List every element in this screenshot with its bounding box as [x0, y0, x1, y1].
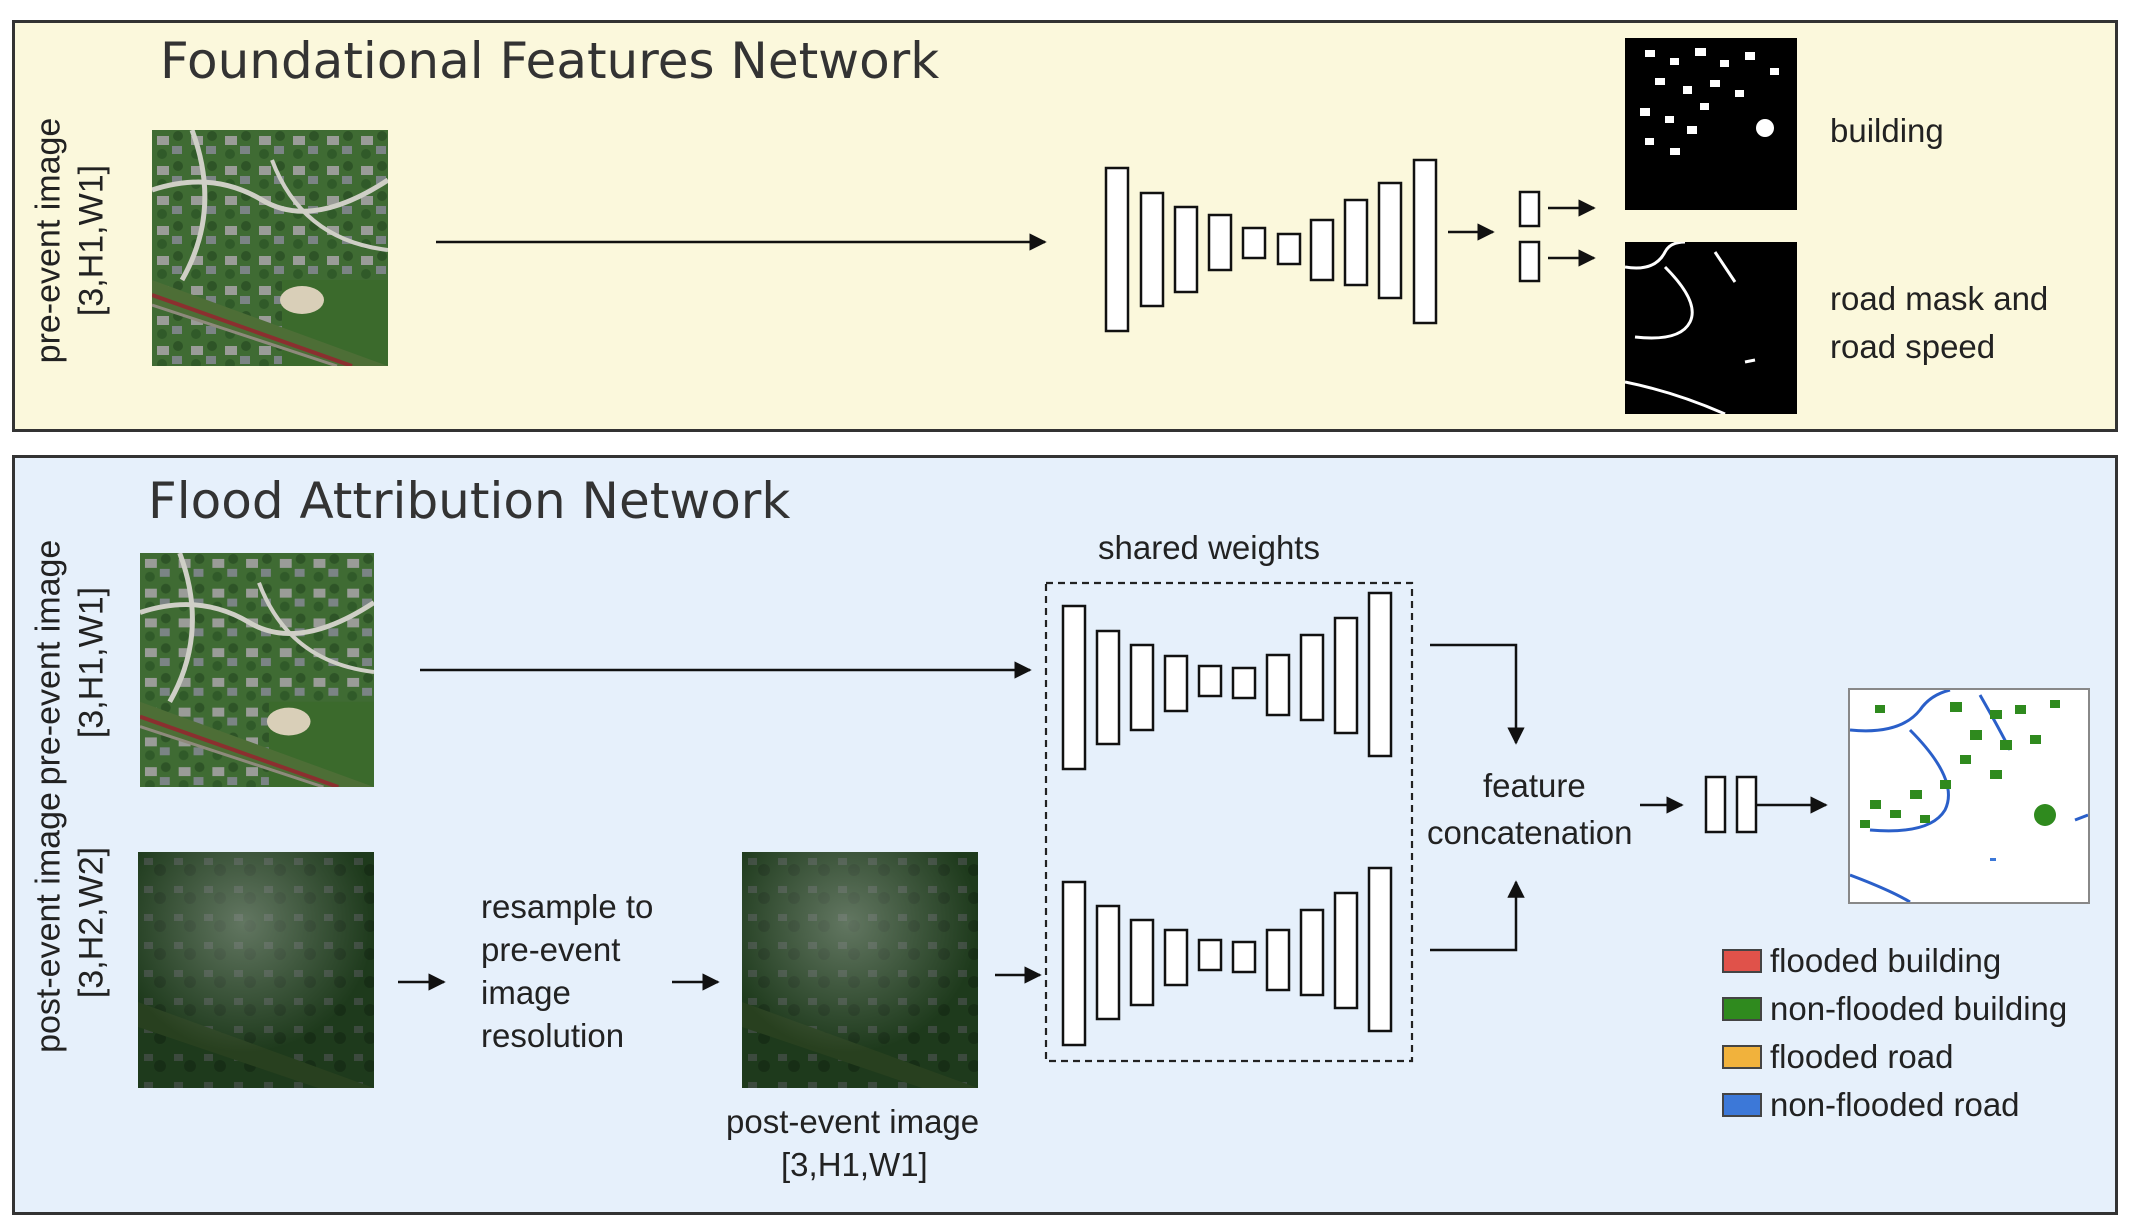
legend-item-flooded-building: flooded building: [1722, 937, 2067, 985]
pre-event-image-bottom: [140, 553, 374, 787]
resample-label-4: resolution: [481, 1017, 625, 1054]
feature-concat-label-1: feature: [1483, 767, 1586, 804]
unet-top: [1104, 158, 1438, 333]
flood-attribution-output: [1848, 688, 2090, 904]
flood-title: Flood Attribution Network: [148, 472, 791, 530]
heads-top: [1518, 190, 1541, 283]
legend-swatch: [1722, 1093, 1762, 1117]
road-mask-output: [1625, 242, 1797, 414]
shared-weights-label: shared weights: [1098, 529, 1320, 566]
resampled-image-label: post-event image: [726, 1103, 980, 1140]
unet-bottom-pre: [1061, 591, 1393, 771]
building-mask-output: [1625, 38, 1797, 210]
legend-swatch: [1722, 1045, 1762, 1069]
resampled-image-dims: [3,H1,W1]: [781, 1146, 928, 1183]
road-output-label-1: road mask and: [1830, 280, 2049, 317]
resample-label-3: image: [481, 974, 571, 1011]
legend: flooded building non-flooded building fl…: [1722, 937, 2067, 1129]
foundational-title: Foundational Features Network: [160, 32, 940, 90]
head-bottom: [1704, 775, 1758, 834]
unet-bottom-post: [1061, 866, 1393, 1047]
building-output-label: building: [1830, 112, 1944, 149]
resample-label-1: resample to: [481, 888, 654, 925]
legend-item-non-flooded-road: non-flooded road: [1722, 1081, 2067, 1129]
legend-swatch: [1722, 997, 1762, 1021]
feature-concat-label-2: concatenation: [1427, 814, 1633, 851]
resample-label-2: pre-event: [481, 931, 621, 968]
road-output-label-2: road speed: [1830, 328, 1996, 365]
legend-item-non-flooded-building: non-flooded building: [1722, 985, 2067, 1033]
legend-swatch: [1722, 949, 1762, 973]
legend-item-flooded-road: flooded road: [1722, 1033, 2067, 1081]
resampled-post-event-image: [742, 852, 978, 1088]
post-event-image: [138, 852, 374, 1088]
pre-event-image-top: [152, 130, 388, 366]
